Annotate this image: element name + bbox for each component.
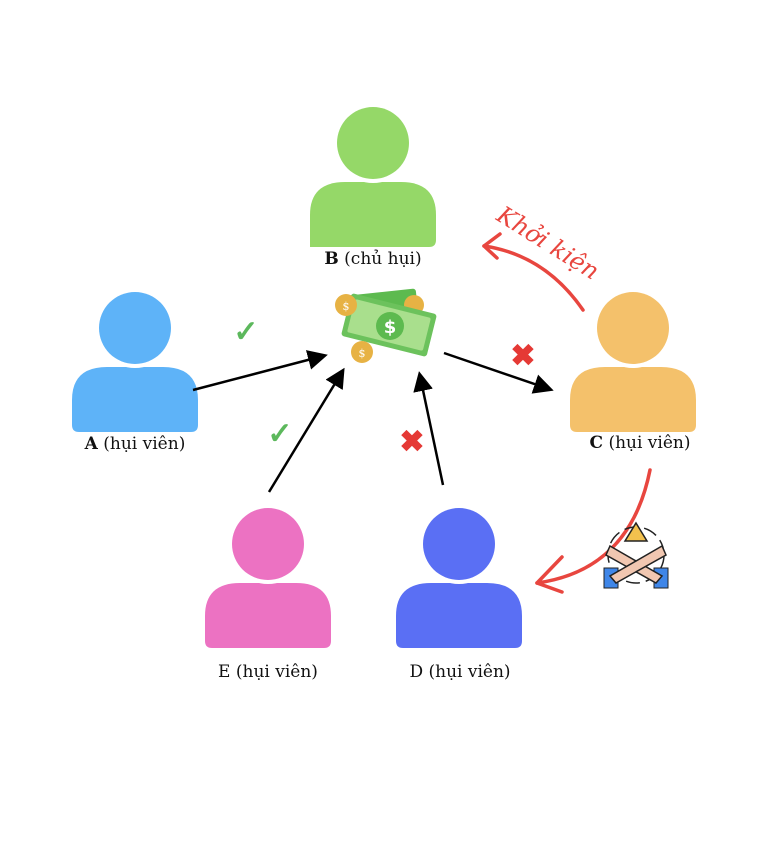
label-c: C (hụi viên)	[589, 433, 691, 453]
label-a: A (hụi viên)	[84, 434, 186, 454]
label-b: B (chủ hụi)	[324, 249, 422, 269]
svg-text:$: $	[343, 300, 350, 313]
check-icon-e: ✓	[267, 416, 293, 452]
person-e-icon	[205, 504, 331, 648]
person-b-icon	[310, 103, 436, 247]
money-stack-icon: $ $ $	[335, 288, 437, 363]
cross-icon-c: ✖	[510, 338, 536, 374]
label-e: E (hụi viên)	[218, 662, 318, 682]
arrow-pot-to-c	[443, 351, 554, 394]
arrow-a-to-pot	[192, 350, 328, 392]
svg-text:$: $	[359, 347, 366, 360]
arrow-e-to-pot	[267, 367, 345, 493]
check-icon-a: ✓	[233, 314, 259, 350]
crossed-arms-warning-icon	[603, 521, 669, 589]
lawsuit-arrow	[482, 232, 585, 312]
person-a-icon	[72, 288, 198, 432]
person-c-icon	[570, 288, 696, 432]
label-d: D (hụi viên)	[409, 662, 511, 682]
cross-icon-d: ✖	[399, 424, 425, 460]
person-d-icon	[396, 504, 522, 648]
svg-text:$: $	[384, 317, 397, 338]
arrow-d-to-pot	[413, 371, 445, 486]
